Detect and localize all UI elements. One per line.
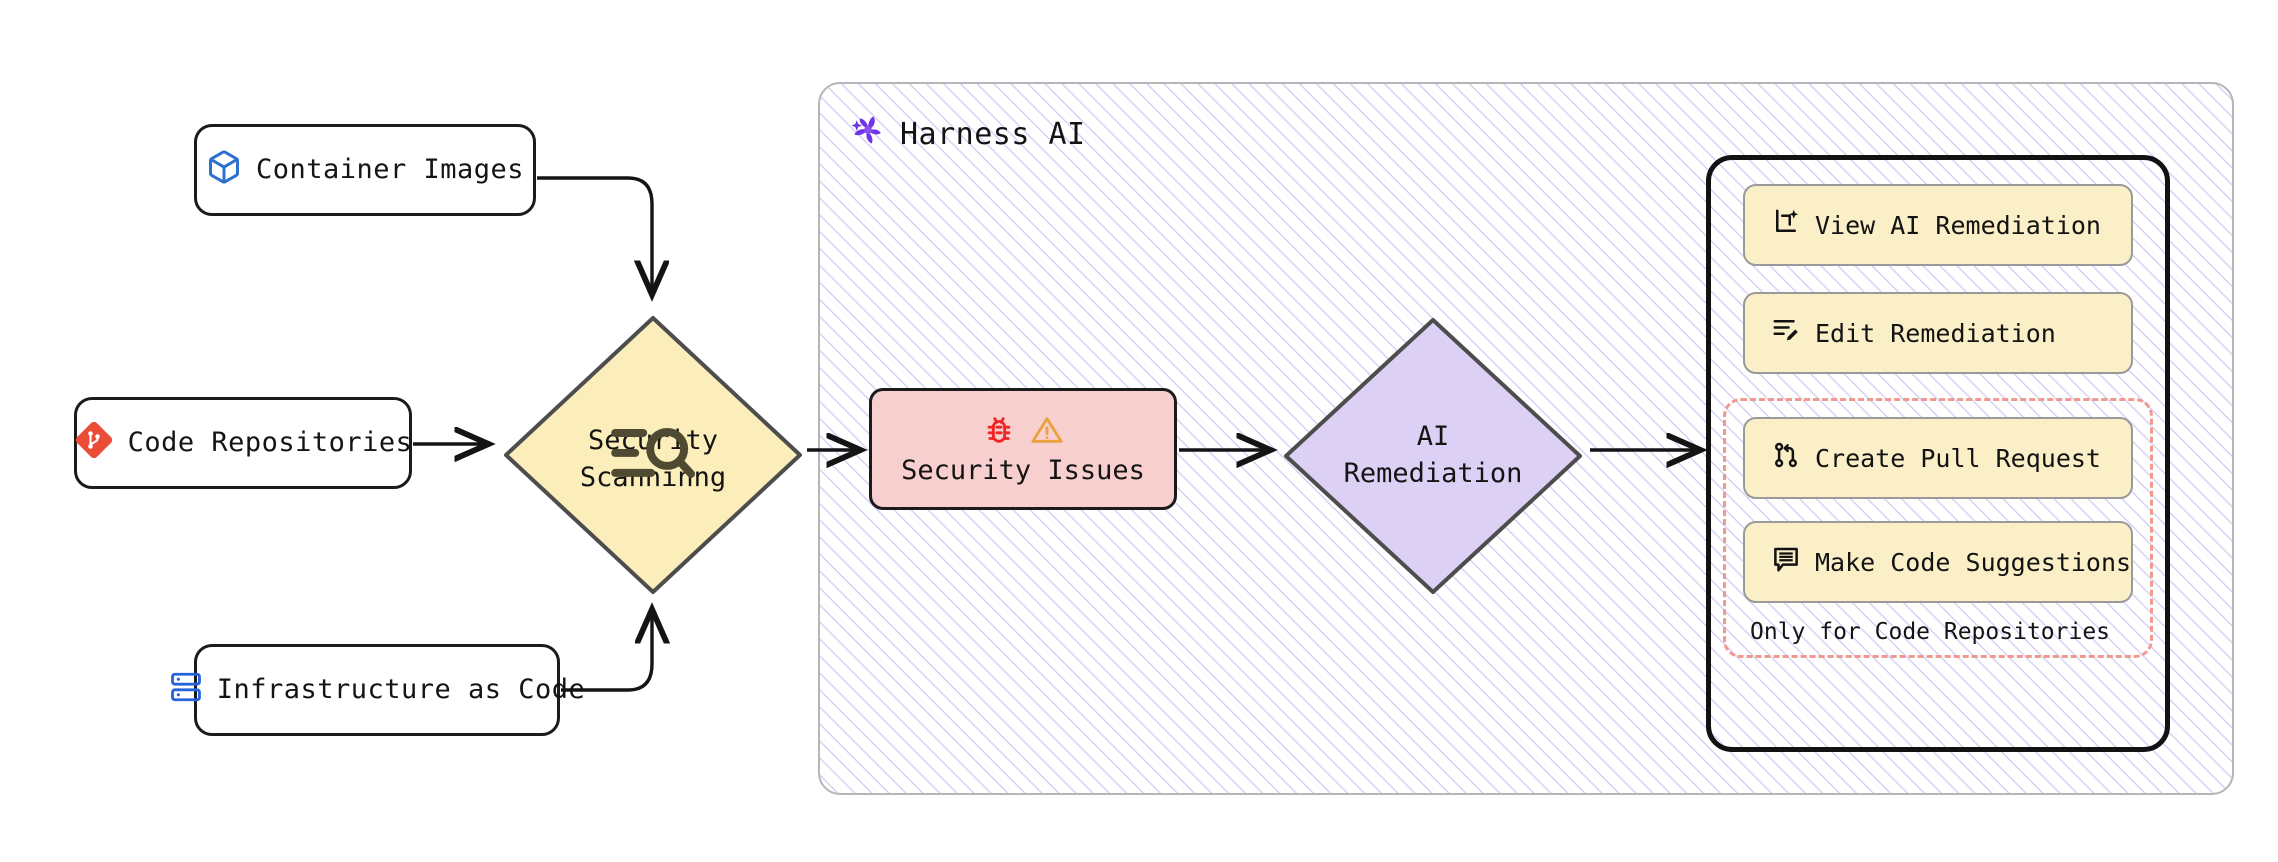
action-view-ai-remediation-label: View AI Remediation bbox=[1815, 210, 2101, 240]
cube-icon bbox=[206, 149, 242, 192]
remediation-actions-panel: View AI Remediation Edit Remediation bbox=[1706, 155, 2170, 752]
node-container-images[interactable]: Container Images bbox=[194, 124, 536, 216]
code-comment-icon bbox=[1771, 544, 1801, 580]
security-issues-icon-row bbox=[982, 413, 1064, 451]
action-edit-remediation-label: Edit Remediation bbox=[1815, 318, 2056, 348]
harness-ai-title-text: Harness AI bbox=[900, 116, 1086, 152]
ai-sparkle-document-icon bbox=[1771, 207, 1801, 243]
action-make-code-suggestions[interactable]: Make Code Suggestions bbox=[1743, 521, 2133, 603]
action-edit-remediation[interactable]: Edit Remediation bbox=[1743, 292, 2133, 374]
node-code-repositories-label: Code Repositories bbox=[127, 427, 413, 459]
node-ai-remediation-line1: AI bbox=[1416, 421, 1450, 453]
node-security-issues-label: Security Issues bbox=[901, 454, 1145, 486]
code-repositories-only-note: Only for Code Repositories bbox=[1750, 619, 2111, 645]
harness-pinwheel-logo-icon bbox=[850, 112, 886, 156]
harness-ai-title: Harness AI bbox=[850, 112, 1086, 156]
action-make-code-suggestions-label: Make Code Suggestions bbox=[1815, 547, 2132, 577]
action-create-pull-request-label: Create Pull Request bbox=[1815, 443, 2101, 473]
pull-request-icon bbox=[1771, 440, 1801, 476]
edit-lines-pencil-icon bbox=[1771, 315, 1801, 351]
node-infrastructure-as-code[interactable]: Infrastructure as Code bbox=[170, 644, 585, 736]
bug-icon bbox=[982, 413, 1016, 451]
node-infrastructure-as-code-label: Infrastructure as Code bbox=[216, 674, 586, 706]
git-branch-icon bbox=[74, 420, 114, 467]
node-ai-remediation[interactable]: AI Remediation bbox=[1280, 314, 1586, 598]
node-security-scanning-line2: Scanninng bbox=[579, 462, 727, 493]
node-ai-remediation-line2: Remediation bbox=[1343, 458, 1523, 489]
warning-triangle-icon bbox=[1030, 413, 1064, 451]
edge-container-images-to-scanning bbox=[537, 176, 652, 292]
node-security-scanning[interactable]: Security Scanninng bbox=[500, 312, 806, 598]
server-stack-icon bbox=[169, 670, 203, 711]
action-view-ai-remediation[interactable]: View AI Remediation bbox=[1743, 184, 2133, 266]
code-repositories-only-group: Create Pull Request Make Code Suggestion… bbox=[1723, 398, 2153, 658]
action-create-pull-request[interactable]: Create Pull Request bbox=[1743, 417, 2133, 499]
node-code-repositories[interactable]: Code Repositories bbox=[74, 397, 412, 489]
node-container-images-label: Container Images bbox=[255, 154, 525, 186]
node-security-issues[interactable]: Security Issues bbox=[869, 388, 1177, 510]
